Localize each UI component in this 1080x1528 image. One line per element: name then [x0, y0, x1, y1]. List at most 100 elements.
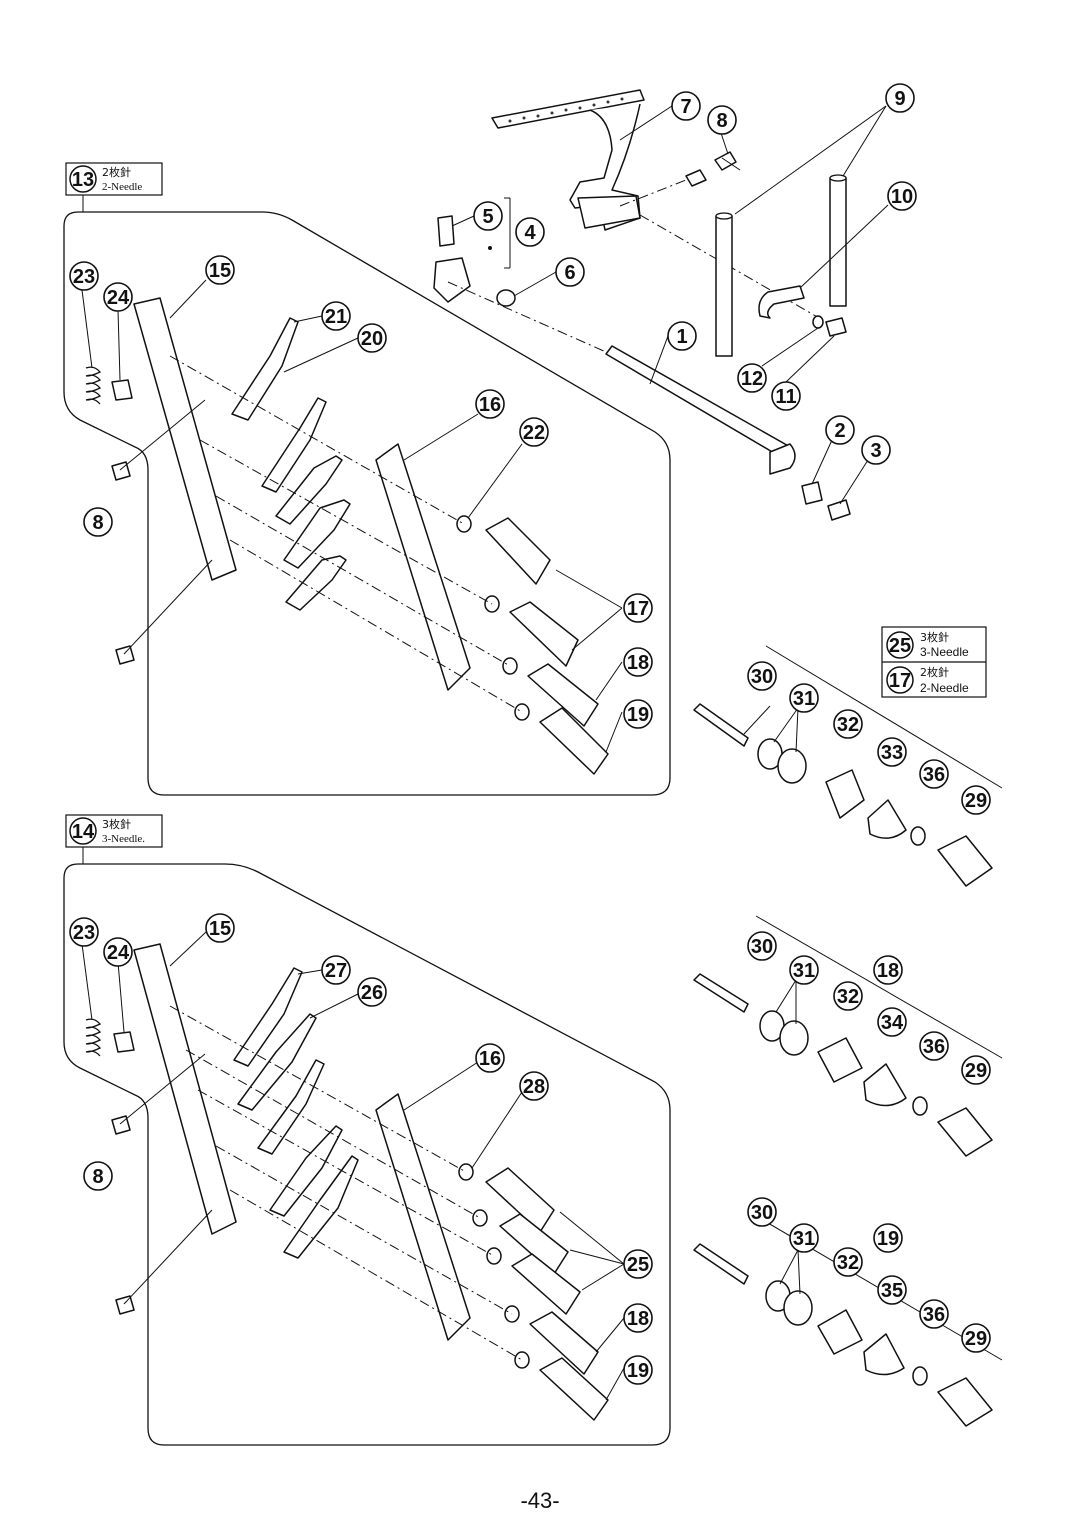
part-clip — [758, 285, 805, 319]
callout-26: 26 — [357, 977, 387, 1007]
callout-label: 5 — [482, 206, 493, 228]
callout-label: 29 — [965, 790, 987, 812]
callout-label: 22 — [523, 422, 545, 444]
screw — [714, 151, 741, 171]
callout-2: 2 — [825, 415, 855, 445]
callout-label: 24 — [107, 287, 130, 309]
part-spring — [85, 366, 102, 405]
callout-label: 2 — [834, 420, 845, 442]
callout-8: 8 — [83, 1161, 113, 1191]
callout-29: 29 — [961, 785, 991, 815]
callout-18: 18 — [623, 647, 653, 677]
callout-12: 12 — [737, 363, 767, 393]
legend-label-ja: 2枚針 — [102, 165, 131, 179]
legend-label-en: 3-Needle. — [102, 833, 145, 845]
part-lever-group — [231, 317, 351, 611]
part-tension-assembly — [456, 515, 551, 585]
callout-18: 18 — [873, 955, 903, 985]
callout-label: 15 — [209, 918, 231, 940]
callout-label: 25 — [627, 1254, 649, 1276]
callout-label: 31 — [793, 960, 815, 982]
callout-label: 16 — [479, 1048, 501, 1070]
screw — [111, 1115, 131, 1135]
screw — [111, 461, 131, 481]
part-tension-assembly — [514, 1351, 609, 1421]
legend-bottom-set: 14 3枚針 3-Needle. — [65, 814, 163, 848]
callout-label: 23 — [73, 922, 95, 944]
callout-19: 19 — [623, 1355, 653, 1385]
part-tension-assembly — [502, 657, 599, 727]
part-lever-group — [233, 967, 359, 1259]
legend-top-set: 13 2枚針 2-Needle — [65, 162, 163, 196]
callout-label: 11 — [775, 386, 796, 408]
callout-label: 28 — [523, 1076, 545, 1098]
callout-10: 10 — [887, 181, 917, 211]
screw — [115, 645, 135, 665]
part-plate — [133, 297, 237, 581]
callout-11: 11 — [771, 381, 801, 411]
callout-32: 32 — [833, 709, 863, 739]
callout-label: 19 — [877, 1228, 899, 1250]
legend-label-ja: 2枚針 — [920, 665, 949, 679]
legend-label-en: 2-Needle — [102, 181, 142, 193]
callout-label: 36 — [923, 1036, 945, 1058]
callout-label: 17 — [627, 598, 649, 620]
washer — [812, 315, 824, 329]
legend-label-ja: 3枚針 — [102, 817, 131, 831]
callout-15: 15 — [205, 255, 235, 285]
legend-number: 17 — [889, 670, 911, 692]
part-tension-assembly — [484, 595, 579, 667]
exploded-tension-assembly-1 — [693, 645, 1003, 887]
part-shaft — [605, 345, 796, 475]
callout-9: 9 — [885, 83, 915, 113]
callout-23: 23 — [69, 917, 99, 947]
exploded-tension-assembly-2 — [693, 915, 1003, 1157]
callout-30: 30 — [747, 1197, 777, 1227]
callout-label: 8 — [92, 512, 103, 534]
part-collar — [433, 257, 471, 303]
part-spacer — [801, 481, 823, 505]
callout-32: 32 — [833, 981, 863, 1011]
legend-label-en: 3-Needle — [920, 645, 969, 659]
callout-8: 8 — [83, 507, 113, 537]
callout-label: 34 — [881, 1012, 904, 1034]
callout-label: 20 — [361, 328, 383, 350]
top-section-outline — [63, 211, 671, 796]
bottom-section-outline — [63, 863, 671, 1446]
callout-18: 18 — [623, 1303, 653, 1333]
callout-35: 35 — [877, 1275, 907, 1305]
callout-label: 26 — [361, 982, 383, 1004]
callout-19: 19 — [623, 699, 653, 729]
callout-17: 17 — [623, 593, 653, 623]
callout-label: 31 — [793, 688, 815, 710]
callout-label: 9 — [894, 88, 905, 110]
callout-label: 18 — [877, 960, 899, 982]
part-rod — [715, 212, 733, 357]
callout-label: 19 — [627, 1360, 649, 1382]
callout-label: 30 — [751, 666, 773, 688]
callout-30: 30 — [747, 661, 777, 691]
part-stud — [111, 379, 133, 401]
callout-label: 10 — [891, 186, 913, 208]
callout-label: 3 — [870, 440, 881, 462]
callout-label: 21 — [325, 306, 347, 328]
leader-lines — [81, 105, 869, 1401]
callout-label: 27 — [325, 960, 347, 982]
callout-label: 35 — [881, 1280, 903, 1302]
callout-label: 6 — [564, 262, 575, 284]
page-number: -43- — [520, 1488, 560, 1513]
callout-label: 36 — [923, 764, 945, 786]
part-cap-screw — [437, 215, 455, 247]
callout-16: 16 — [475, 389, 505, 419]
callout-20: 20 — [357, 323, 387, 353]
callout-15: 15 — [205, 913, 235, 943]
part-guide — [375, 1093, 471, 1341]
callout-30: 30 — [747, 931, 777, 961]
callout-label: 23 — [73, 266, 95, 288]
callout-label: 16 — [479, 394, 501, 416]
washer — [496, 289, 516, 307]
callout-33: 33 — [877, 737, 907, 767]
callout-label: 8 — [92, 1166, 103, 1188]
